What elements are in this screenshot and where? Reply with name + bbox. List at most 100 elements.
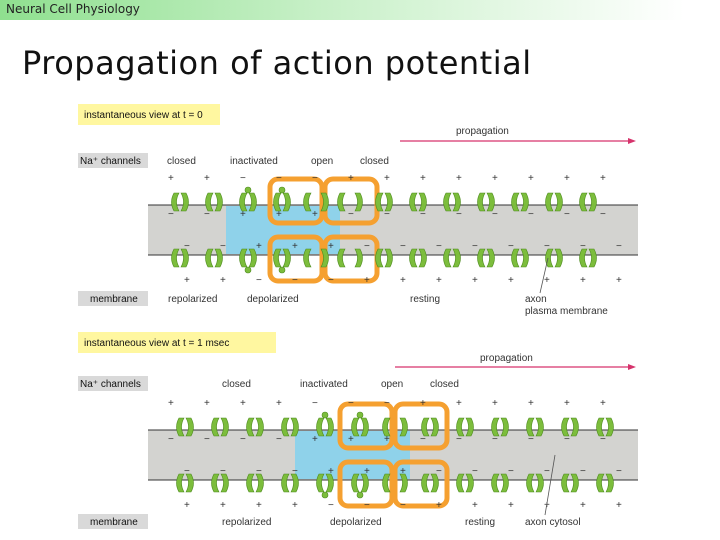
na-channel bbox=[337, 192, 363, 212]
channel-subunit-right bbox=[500, 417, 509, 437]
charge-sign: − bbox=[400, 241, 406, 252]
channel-subunit-left bbox=[511, 248, 520, 268]
membrane-state-repolarized: repolarized bbox=[168, 294, 217, 305]
na-channel bbox=[246, 417, 264, 437]
charge-sign: + bbox=[256, 500, 262, 511]
channel-subunit-left bbox=[205, 192, 214, 212]
na-channel bbox=[511, 192, 529, 212]
na-channel bbox=[211, 473, 229, 493]
na-channel bbox=[171, 248, 189, 268]
na-channel bbox=[303, 192, 329, 212]
channel-subunit-left bbox=[491, 417, 500, 437]
charge-sign: + bbox=[528, 173, 534, 184]
na-channel bbox=[561, 473, 579, 493]
charge-sign: − bbox=[348, 398, 354, 409]
charge-sign: − bbox=[436, 241, 442, 252]
charge-sign: + bbox=[276, 209, 282, 220]
charge-sign: + bbox=[204, 173, 210, 184]
channel-subunit-left bbox=[491, 473, 500, 493]
na-channel bbox=[409, 248, 427, 268]
na-channel bbox=[239, 186, 257, 212]
channel-subunit-left bbox=[337, 248, 346, 268]
na-channel bbox=[579, 248, 597, 268]
na-channel bbox=[596, 417, 614, 437]
channel-subunit-right bbox=[570, 417, 579, 437]
charge-sign: − bbox=[384, 209, 390, 220]
charge-sign: + bbox=[184, 275, 190, 286]
channels-label-box bbox=[78, 153, 148, 168]
propagation-label: propagation bbox=[480, 353, 533, 364]
na-channel bbox=[456, 473, 474, 493]
channel-subunit-right bbox=[282, 192, 291, 212]
channel-subunit-left bbox=[421, 417, 430, 437]
channel-subunit-right bbox=[384, 192, 393, 212]
na-channel bbox=[579, 192, 597, 212]
charge-sign: + bbox=[168, 173, 174, 184]
channel-subunit-right bbox=[452, 192, 461, 212]
charge-sign: − bbox=[508, 241, 514, 252]
membrane-state-depolarized: depolarized bbox=[330, 517, 382, 528]
channel-subunit-right bbox=[486, 192, 495, 212]
charge-sign: − bbox=[508, 466, 514, 477]
channel-subunit-left bbox=[176, 473, 185, 493]
charge-sign: − bbox=[456, 209, 462, 220]
charge-sign: + bbox=[580, 275, 586, 286]
channel-subunit-left bbox=[375, 248, 384, 268]
highlight-box-outer bbox=[267, 176, 325, 226]
highlight-box-inner bbox=[337, 459, 395, 509]
charge-sign: − bbox=[348, 209, 354, 220]
na-channel bbox=[303, 248, 329, 268]
charge-sign: − bbox=[600, 434, 606, 445]
charge-sign: + bbox=[240, 209, 246, 220]
channel-subunit-right bbox=[360, 417, 369, 437]
channel-subunit-left bbox=[239, 248, 248, 268]
charge-sign: + bbox=[292, 241, 298, 252]
highlight-box-outer bbox=[337, 401, 395, 451]
charge-sign: − bbox=[168, 434, 174, 445]
channel-subunit-left bbox=[375, 192, 384, 212]
membrane-band-t0: +−−++−−+−++−−++−−++−+−−++−−++−−++−−++−−+… bbox=[148, 173, 638, 286]
channel-subunit-right bbox=[320, 248, 329, 268]
charge-sign: − bbox=[328, 500, 334, 511]
charge-sign: − bbox=[292, 466, 298, 477]
channel-subunit-right bbox=[325, 417, 334, 437]
charge-sign: − bbox=[544, 466, 550, 477]
charge-sign: − bbox=[168, 209, 174, 220]
inactivation-gate bbox=[244, 186, 252, 194]
na-channel bbox=[477, 192, 495, 212]
na-channel bbox=[273, 186, 291, 212]
channel-subunit-left bbox=[239, 192, 248, 212]
charge-sign: − bbox=[256, 466, 262, 477]
na-channel bbox=[491, 473, 509, 493]
charge-sign: + bbox=[564, 398, 570, 409]
charge-sign: − bbox=[184, 466, 190, 477]
na-channel bbox=[281, 473, 299, 493]
channel-subunit-right bbox=[605, 473, 614, 493]
inactivation-gate bbox=[321, 491, 329, 499]
charge-sign: + bbox=[184, 500, 190, 511]
charge-sign: − bbox=[420, 434, 426, 445]
na-channel bbox=[526, 473, 544, 493]
na-channel bbox=[316, 473, 334, 499]
na-channel bbox=[375, 192, 393, 212]
channel-subunit-right bbox=[248, 248, 257, 268]
channel-subunit-right bbox=[588, 248, 597, 268]
propagation-label: propagation bbox=[456, 126, 509, 137]
axon-cytosol-label: axon cytosol bbox=[525, 517, 581, 528]
charge-sign: + bbox=[508, 500, 514, 511]
channel-subunit-left bbox=[273, 248, 282, 268]
charge-sign: + bbox=[492, 173, 498, 184]
channel-subunit-right bbox=[588, 192, 597, 212]
charge-sign: + bbox=[564, 173, 570, 184]
inactivation-gate bbox=[278, 186, 286, 194]
charge-sign: + bbox=[220, 500, 226, 511]
channel-subunit-left bbox=[382, 473, 391, 493]
channel-subunit-left bbox=[456, 473, 465, 493]
channel-subunit-left bbox=[579, 192, 588, 212]
channel-subunit-right bbox=[430, 417, 439, 437]
charge-sign: − bbox=[528, 209, 534, 220]
na-channel bbox=[382, 417, 408, 437]
channel-subunit-right bbox=[214, 248, 223, 268]
channel-subunit-right bbox=[354, 192, 363, 212]
charge-sign: + bbox=[600, 173, 606, 184]
